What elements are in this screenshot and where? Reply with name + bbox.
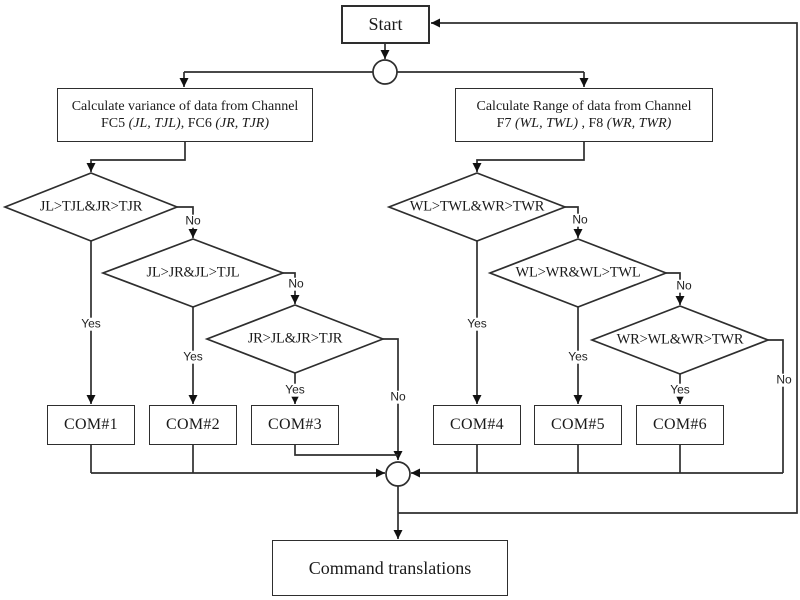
com1-label: COM#1 xyxy=(64,416,118,433)
decision-diamond-4 xyxy=(386,172,568,242)
edge-label-no: No xyxy=(388,389,408,404)
com3-node: COM#3 xyxy=(251,405,339,445)
edge-label-no: No xyxy=(286,276,306,291)
com5-label: COM#5 xyxy=(551,416,605,433)
edge-label-yes: Yes xyxy=(465,316,489,331)
edge-label-yes: Yes xyxy=(79,316,103,331)
process-text-segment: (JL, TJL) xyxy=(128,116,181,131)
decision-text-4: WL>TWL&WR>TWR xyxy=(409,198,545,215)
com6-label: COM#6 xyxy=(653,416,707,433)
start-node: Start xyxy=(341,5,430,44)
edge-d6-no xyxy=(768,339,784,473)
junction-circles xyxy=(372,59,411,487)
edge-d1-no xyxy=(177,206,198,238)
top-junction-circle xyxy=(372,59,398,85)
edge-d4-no xyxy=(565,206,583,238)
com6-node: COM#6 xyxy=(636,405,724,445)
com3-label: COM#3 xyxy=(268,416,322,433)
start-label: Start xyxy=(368,14,403,35)
end-label: Command translations xyxy=(308,557,472,578)
edge-leftbox-to-d1 xyxy=(86,142,186,172)
decision-diamond-5 xyxy=(487,238,669,308)
process-text-line2: FC5 (JL, TJL), FC6 (JR, TJR) xyxy=(101,115,269,133)
process-text-line1: Calculate variance of data from Channel xyxy=(71,98,299,114)
com1-node: COM#1 xyxy=(47,405,135,445)
bottom-junction-circle xyxy=(385,461,411,487)
edge-d2-no xyxy=(283,272,300,304)
edge-label-yes: Yes xyxy=(283,382,307,397)
process-text-segment: , FC6 xyxy=(180,116,216,131)
edge-label-no: No xyxy=(774,372,794,387)
decision-text-1: JL>TJL&JR>TJR xyxy=(39,198,143,215)
com4-label: COM#4 xyxy=(450,416,504,433)
decision-diamond-3 xyxy=(204,304,386,374)
decision-diamond-1 xyxy=(2,172,180,242)
edge-label-no: No xyxy=(674,278,694,293)
process-text-segment: FC5 xyxy=(100,116,129,131)
edge-rightbox-to-d4 xyxy=(472,142,585,172)
decision-diamond-2 xyxy=(100,238,286,308)
process-node-range: Calculate Range of data from Channel F7 … xyxy=(455,88,713,142)
edge-feedback-to-start xyxy=(398,18,798,514)
process-text-segment: (WL, TWL) xyxy=(514,116,578,131)
edge-d3-no xyxy=(383,338,403,460)
process-text-line1: Calculate Range of data from Channel xyxy=(476,98,692,114)
com2-node: COM#2 xyxy=(149,405,237,445)
process-text-segment: F7 xyxy=(496,116,515,131)
decision-diamonds xyxy=(2,172,771,375)
process-text-segment: (JR, TJR) xyxy=(215,116,270,131)
process-text-segment: (WR, TWR) xyxy=(606,116,672,131)
decision-text-6: WR>WL&WR>TWR xyxy=(616,331,744,348)
flow-arrows xyxy=(86,18,798,539)
decision-diamond-6 xyxy=(589,305,771,375)
process-node-variance: Calculate variance of data from Channel … xyxy=(57,88,313,142)
decision-text-5: WL>WR&WL>TWL xyxy=(515,264,641,281)
end-node: Command translations xyxy=(272,540,508,596)
edge-com3-out xyxy=(294,445,398,456)
process-text-line2: F7 (WL, TWL) , F8 (WR, TWR) xyxy=(497,115,672,133)
com2-label: COM#2 xyxy=(166,416,220,433)
com5-node: COM#5 xyxy=(534,405,622,445)
process-text-segment: , F8 xyxy=(577,116,607,131)
edge-label-no: No xyxy=(570,212,590,227)
edge-label-yes: Yes xyxy=(668,382,692,397)
edge-d5-no xyxy=(666,272,685,305)
edge-label-yes: Yes xyxy=(181,349,205,364)
decision-text-3: JR>JL&JR>TJR xyxy=(247,330,343,347)
com4-node: COM#4 xyxy=(433,405,521,445)
edge-label-yes: Yes xyxy=(566,349,590,364)
edge-label-no: No xyxy=(183,213,203,228)
decision-text-2: JL>JR&JL>TJL xyxy=(146,264,240,281)
